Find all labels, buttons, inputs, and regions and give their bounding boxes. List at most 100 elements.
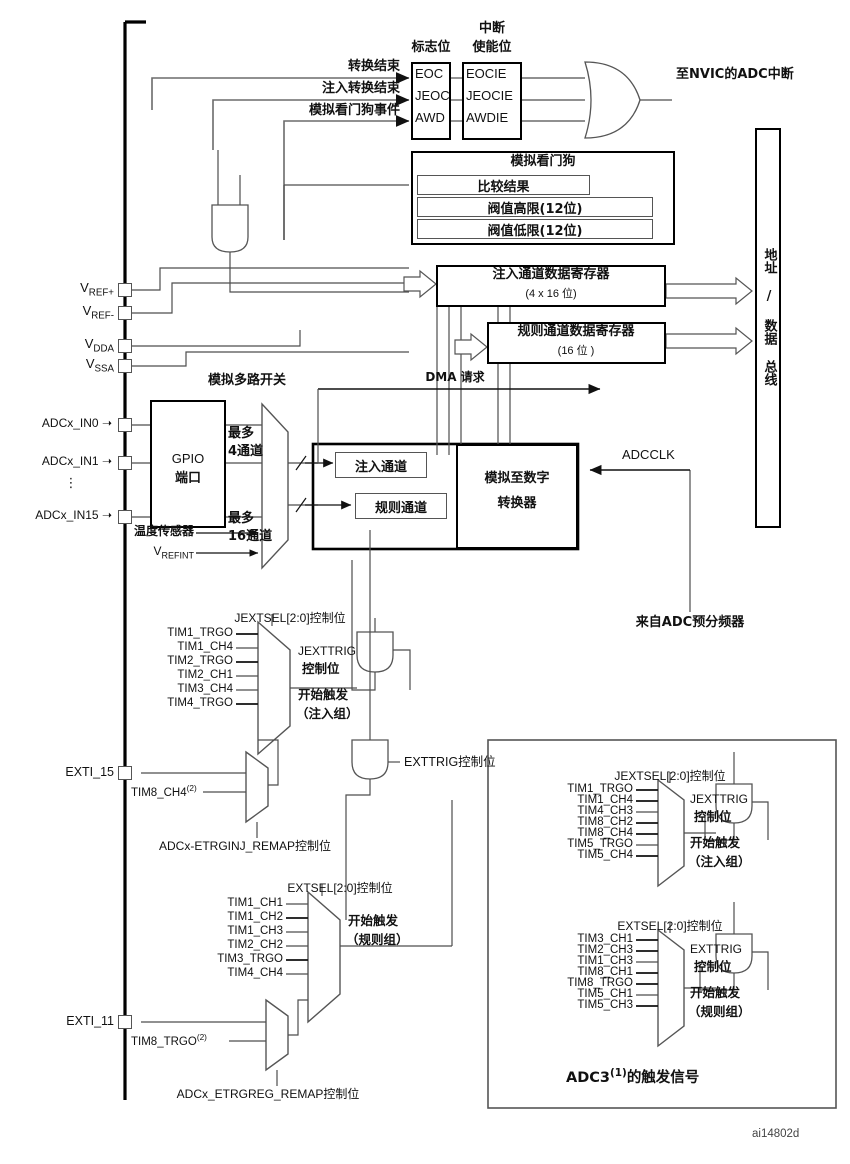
max-16-channels-line2: 16通道 [228, 529, 273, 544]
exttrig-control-label: EXTTRIG控制位 [404, 755, 496, 769]
inj-start-trigger-line2: （注入组） [296, 706, 359, 721]
pin-exti-15 [118, 766, 132, 780]
injected-channel-box: 注入通道 [335, 452, 427, 478]
adc3-inset-caption: ADC3(1)的触发信号 [566, 1067, 700, 1086]
analog-mux-title: 模拟多路开关 [207, 373, 287, 388]
adc-converter-box [456, 444, 578, 549]
address-data-bus [755, 128, 781, 528]
reg-src-1: TIM1_CH2 [227, 911, 283, 923]
flag-header: 标志位 [411, 40, 451, 55]
watchdog-compare-result: 比较结果 [417, 175, 590, 195]
enable-eocie: EOCIE [466, 66, 507, 81]
injected-data-register-box [436, 265, 666, 307]
inset-inj-start-line2: （注入组） [688, 854, 751, 869]
label-vref-minus: VREF- [82, 303, 114, 322]
inset-inj-src-1: TIM1_CH4 [577, 794, 633, 806]
gpio-label-line2: 端口 [174, 471, 202, 486]
max-16-channels-line1: 最多 [228, 511, 255, 526]
inset-inj-src-3: TIM8_CH2 [577, 816, 633, 828]
pin-exti-11 [118, 1015, 132, 1029]
inset-reg-start-line2: （规则组） [688, 1004, 751, 1019]
pin-vssa [118, 359, 132, 373]
inset-exttrig-line1: EXTTRIG [690, 942, 743, 956]
inj-src-5: TIM4_TRGO [167, 697, 233, 709]
watchdog-high-threshold: 阀值高限(12位) [417, 197, 653, 217]
inset-jexttrig-line2: 控制位 [694, 809, 732, 824]
pin-vrefp [118, 283, 132, 297]
inset-jextsel-label: JEXTSEL[2:0]控制位 [614, 769, 726, 783]
pin-adcx-in1 [118, 456, 132, 470]
figure-id-code: ai14802d [752, 1128, 800, 1140]
inj-src-4: TIM3_CH4 [177, 683, 233, 695]
injected-register-title: 注入通道数据寄存器 [492, 267, 610, 282]
inset-reg-src-0: TIM3_CH1 [577, 933, 633, 945]
regular-data-register-box [487, 322, 666, 364]
label-vdda: VDDA [84, 336, 114, 355]
event-jeoc-label: 注入转换结束 [321, 81, 400, 96]
watchdog-low-threshold: 阀值低限(12位) [417, 219, 653, 239]
pin-vdda [118, 339, 132, 353]
reg-src-2: TIM1_CH3 [227, 925, 283, 937]
label-adcx-in1: ADCx_IN1 ➝ [41, 454, 112, 468]
inset-reg-start-line1: 开始触发 [690, 985, 741, 1000]
event-awd-label: 模拟看门狗事件 [308, 103, 400, 118]
pin-vrefn [118, 306, 132, 320]
inj-src-0: TIM1_TRGO [167, 627, 233, 639]
inj-remap-source: TIM8_CH4(2) [131, 784, 197, 799]
inset-reg-src-4: TIM8_TRGO [567, 977, 633, 989]
inset-reg-src-3: TIM8_CH1 [577, 966, 633, 978]
reg-remap-source: TIM8_TRGO(2) [131, 1033, 207, 1048]
inset-inj-src-2: TIM4_CH3 [577, 805, 633, 817]
flag-awd: AWD [415, 110, 445, 125]
label-vssa: VSSA [85, 356, 114, 375]
adcclk-label: ADCCLK [622, 447, 675, 462]
reg-src-0: TIM1_CH1 [227, 897, 283, 909]
watchdog-title: 模拟看门狗 [510, 154, 576, 169]
inset-inj-src-6: TIM5_CH4 [577, 849, 633, 861]
flag-jeoc: JEOC [415, 88, 450, 103]
flag-register-box [411, 62, 451, 140]
max-4-channels-line1: 最多 [228, 426, 255, 441]
adc-converter-line2: 转换器 [497, 496, 537, 511]
inset-reg-src-6: TIM5_CH3 [577, 999, 633, 1011]
adc-prescaler-label: 来自ADC预分频器 [635, 615, 745, 630]
vrefint-label: VREFINT [153, 544, 194, 561]
reg-start-trigger-line2: （规则组） [346, 932, 409, 947]
jexttrig-line1: JEXTTRIG [298, 644, 357, 658]
label-adcx-in15: ADCx_IN15 ➝ [35, 508, 112, 522]
max-4-channels-line2: 4通道 [228, 444, 264, 459]
inset-reg-src-2: TIM1_CH3 [577, 955, 633, 967]
inset-inj-src-4: TIM8_CH4 [577, 827, 633, 839]
reg-start-trigger-line1: 开始触发 [348, 913, 399, 928]
regular-register-sub: (16 位 ) [557, 345, 595, 357]
regular-register-title: 规则通道数据寄存器 [517, 324, 635, 339]
pin-adcx-in0 [118, 418, 132, 432]
reg-src-4: TIM3_TRGO [217, 953, 283, 965]
inj-start-trigger-line1: 开始触发 [298, 687, 349, 702]
event-eoc-label: 转换结束 [347, 59, 400, 74]
inset-inj-src-5: TIM5_TRGO [567, 838, 633, 850]
pin-adcx-in15 [118, 510, 132, 524]
extsel-label: EXTSEL[2:0]控制位 [287, 881, 393, 895]
inj-src-3: TIM2_CH1 [177, 669, 233, 681]
inj-src-1: TIM1_CH4 [177, 641, 233, 653]
label-vref-plus: VREF+ [80, 280, 114, 299]
interrupt-header-line1: 中断 [478, 21, 506, 36]
inset-extsel-label: EXTSEL[2:0]控制位 [617, 919, 723, 933]
label-exti-15: EXTI_15 [65, 765, 114, 779]
inset-inj-start-line1: 开始触发 [690, 835, 741, 850]
flag-eoc: EOC [415, 66, 444, 81]
adcx-etrgreg-remap-label: ADCx_ETRGREG_REMAP控制位 [176, 1087, 360, 1101]
reg-src-3: TIM2_CH2 [227, 939, 283, 951]
inset-reg-src-1: TIM2_CH3 [577, 944, 633, 956]
adcx-etrginj-remap-label: ADCx-ETRGINJ_REMAP控制位 [158, 839, 332, 853]
interrupt-enable-box [462, 62, 522, 140]
inset-inj-src-0: TIM1_TRGO [567, 783, 633, 795]
jexttrig-line2: 控制位 [302, 661, 340, 676]
reg-src-5: TIM4_CH4 [227, 967, 283, 979]
bus-label: 地址 / 数据 总线 [761, 248, 777, 386]
inset-reg-src-5: TIM5_CH1 [577, 988, 633, 1000]
temp-sensor-label: 温度传感器 [133, 524, 194, 538]
input-ellipsis: ⋮ [64, 475, 80, 490]
